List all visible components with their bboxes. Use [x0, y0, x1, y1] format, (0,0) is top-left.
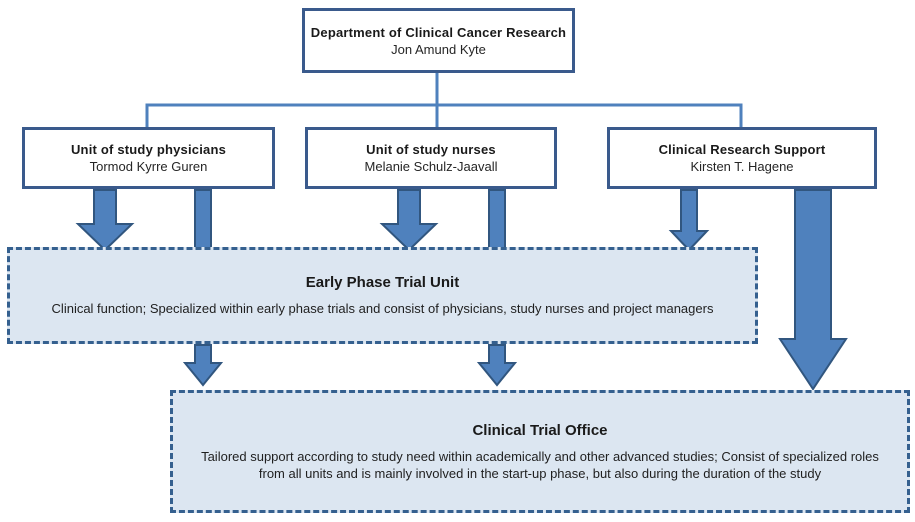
node-clinical-trial-office: Clinical Trial Office Tailored support a…	[170, 390, 910, 513]
arrow-nurses-to-early-phase	[379, 189, 439, 252]
node-department-person: Jon Amund Kyte	[391, 41, 486, 57]
node-early-phase-trial-unit: Early Phase Trial Unit Clinical function…	[7, 247, 758, 344]
node-early-phase-trial-unit-description: Clinical function; Specialized within ea…	[51, 301, 714, 316]
node-clinical-research-support-person: Kirsten T. Hagene	[690, 159, 794, 174]
node-unit-study-nurses: Unit of study nurses Melanie Schulz-Jaav…	[305, 127, 557, 189]
node-early-phase-trial-unit-title: Early Phase Trial Unit	[305, 274, 460, 291]
node-unit-study-physicians: Unit of study physicians Tormod Kyrre Gu…	[22, 127, 275, 189]
arrow-nurses-to-cto-lower-head	[476, 344, 518, 387]
node-department-title: Department of Clinical Cancer Research	[310, 24, 567, 40]
node-clinical-trial-office-description: Tailored support according to study need…	[201, 448, 879, 481]
node-unit-study-physicians-title: Unit of study physicians	[70, 142, 227, 157]
arrow-physicians-to-early-phase	[75, 189, 135, 252]
node-unit-study-nurses-person: Melanie Schulz-Jaavall	[364, 159, 498, 174]
node-unit-study-nurses-title: Unit of study nurses	[366, 142, 496, 157]
node-clinical-research-support-title: Clinical Research Support	[658, 142, 826, 157]
arrow-physicians-to-cto-upper-shaft	[194, 189, 212, 249]
arrow-nurses-to-cto-upper-shaft	[488, 189, 506, 249]
arrow-support-to-cto	[778, 189, 848, 391]
arrow-support-to-early-phase	[668, 189, 710, 252]
arrow-physicians-to-cto-lower-head	[182, 344, 224, 387]
node-clinical-trial-office-title: Clinical Trial Office	[472, 421, 608, 439]
node-clinical-research-support: Clinical Research Support Kirsten T. Hag…	[607, 127, 877, 189]
node-unit-study-physicians-person: Tormod Kyrre Guren	[89, 159, 208, 174]
node-department: Department of Clinical Cancer Research J…	[302, 8, 575, 73]
org-connector-lines	[145, 73, 743, 127]
